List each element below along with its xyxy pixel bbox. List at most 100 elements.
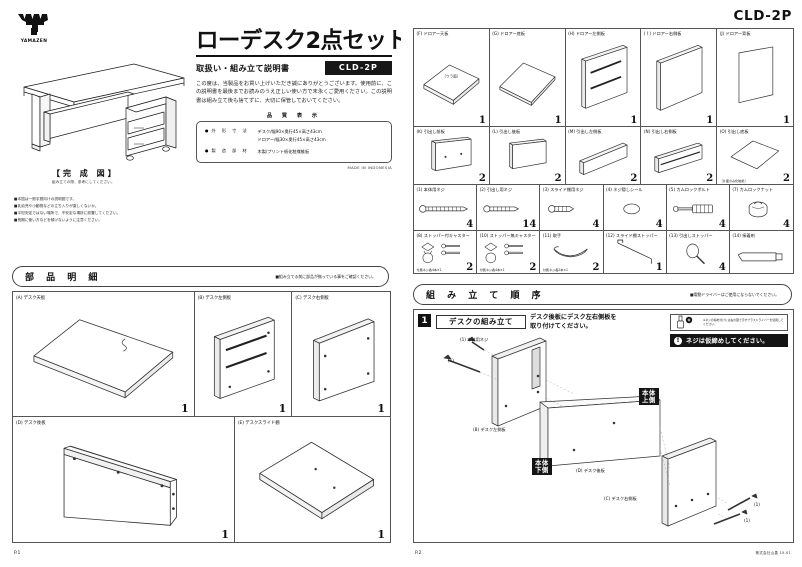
part-cell-i: ( I ) ドロアー右側板 1 xyxy=(641,29,718,126)
cam-lock-nut-icon xyxy=(748,201,768,218)
adhesive-tube-icon xyxy=(737,252,783,262)
cam-lock-bolt-icon xyxy=(672,204,713,214)
quality-row: ● 製 造 部 材 木製/プリント紙化粧繊維板 xyxy=(205,148,383,155)
drawer-top-panel-icon xyxy=(423,64,480,105)
hardware-cell-7: (7) カムロックナット 4 xyxy=(730,185,793,230)
hardware-cell-12: (12) スライド棚ストッパー 1 xyxy=(604,231,667,273)
part-label: (D) デスク後板 xyxy=(16,420,46,426)
part-qty: 4 xyxy=(466,219,474,231)
subtitle: 取扱い・組み立て説明書 xyxy=(196,62,290,73)
tool-callout: ※ネジの締め付けには右の図で示すプラスドライバーを使用してください。 xyxy=(670,314,788,331)
part-qty: 2 xyxy=(466,262,474,273)
part-label: (10) ストッパー無キャスター xyxy=(479,233,536,239)
parts-section-note: ■組み立てる前に部品が揃っている事をご確認ください。 xyxy=(275,273,376,279)
note-item: ■平坦安定ではない場所で、不安定な場所に設置してください。 xyxy=(14,210,121,215)
part-label: (4) ネジ隠しシール xyxy=(606,187,643,193)
page-number-left: P.1 xyxy=(14,551,21,556)
part-cell-c: (C) デスク右側板 1 xyxy=(292,292,390,416)
model-code-header: CLD-2P xyxy=(733,8,792,24)
page-left: YAMAZEN xyxy=(0,0,409,567)
part-qty: 4 xyxy=(718,219,726,231)
part-qty: 2 xyxy=(529,262,537,273)
drawer-rear-board-icon xyxy=(509,138,547,169)
part-label: (7) カムロックナット xyxy=(732,187,774,193)
label-part-b: (B) デスク左側板 xyxy=(473,427,506,432)
desk-back-panel-icon xyxy=(63,445,177,526)
shelf-stopper-icon xyxy=(616,239,652,264)
assembly-section-title: 組 み 立 て 順 序 xyxy=(426,291,546,301)
part-label: (3) スライド棚用ネジ xyxy=(542,187,584,193)
handle-icon xyxy=(553,246,588,258)
right-parts-grid: (F) ドロアー天板 ［ウラ面］ 1 (G) ドロアー底板 xyxy=(413,28,794,274)
quality-row: ● 外 形 寸 法 デスク/幅90×奥行45×高さ43cm ドロアー/幅30×奥… xyxy=(205,128,383,143)
parts-section-header: 部 品 明 細 ■組み立てる前に部品が揃っている事をご確認ください。 xyxy=(12,266,389,287)
caster-with-stopper-icon xyxy=(421,242,460,264)
drawer-stopper-icon xyxy=(686,243,705,265)
quality-value-line: デスク/幅90×奥行45×高さ43cm xyxy=(257,129,322,135)
part-label: (B) デスク左側板 xyxy=(197,295,232,301)
part-qty: 4 xyxy=(655,219,663,231)
desk-slide-shelf-icon xyxy=(259,441,374,520)
made-in-text: MADE IN INDONESIA xyxy=(347,166,392,171)
safety-notes-list: ■本図は一般字庭向けの説明図です。 ■乳幼児や小動物などの立ち入りが激しくないか… xyxy=(14,196,204,223)
screwdriver-icon xyxy=(677,315,693,329)
part-note: 付属ネジ各4本×1 xyxy=(416,267,442,272)
part-cell-k: (K) 引出し前板 2 xyxy=(414,126,490,185)
part-qty: 14 xyxy=(522,219,537,231)
exclamation-icon: ! xyxy=(674,336,682,345)
finished-desk-illustration xyxy=(23,63,185,161)
quality-value: 木製/プリント紙化粧繊維板 xyxy=(257,148,310,154)
part-label: (J) ドロアー背板 xyxy=(719,31,751,36)
part-qty: 1 xyxy=(630,114,638,126)
page-title: ローデスク2点セット xyxy=(196,28,409,54)
part-cell-h: (H) ドロアー左側板 1 xyxy=(566,29,642,126)
publisher-credit: 株式会社山善 15-01 xyxy=(755,551,791,555)
quality-table: ● 外 形 寸 法 デスク/幅90×奥行45×高さ43cm ドロアー/幅30×奥… xyxy=(196,121,392,164)
part-qty: 1 xyxy=(706,114,714,126)
hardware-row-1: (1) 本体用ネジ 4 (2) 引出し用ネジ xyxy=(414,185,793,232)
model-badge: CLD-2P xyxy=(324,60,392,75)
part-qty: 2 xyxy=(592,262,600,273)
label-screw-main: (1) 本体用ネジ xyxy=(460,337,489,342)
part-cell-o: (O) 引出し底板 ［片面のみ化粧紙］ 2 xyxy=(717,127,793,185)
part-label: (F) ドロアー天板 xyxy=(416,31,449,36)
parts-section-title: 部 品 明 細 xyxy=(25,273,102,283)
warning-banner: ! ネジは仮締めしてください。 xyxy=(670,334,788,347)
brand-logo: YAMAZEN xyxy=(14,12,60,52)
part-label: (G) ドロアー底板 xyxy=(492,31,526,36)
part-label: (8) ストッパー付キャスター xyxy=(416,233,470,239)
quality-value-line: ドロアー/幅30×奥行45×高さ43cm xyxy=(257,136,326,142)
drawer-base-board-icon xyxy=(730,140,780,169)
step-number-badge: 1 xyxy=(418,314,431,327)
quality-key: 外 形 寸 法 xyxy=(211,128,250,134)
page-number-right: P.2 xyxy=(415,551,422,556)
part-label: (5) カムロックボルト xyxy=(669,187,710,193)
note-item: ■長期に使い方などを傾けないように注意ください。 xyxy=(14,217,103,222)
part-label: (14) 接着剤 xyxy=(732,233,755,239)
part-qty: 2 xyxy=(630,173,638,185)
parts-row-ko: (K) 引出し前板 2 (L) 引出し後板 xyxy=(414,126,793,186)
page-right: CLD-2P (F) ドロアー天板 ［ウラ面］ 1 xyxy=(401,0,802,567)
drawer-bottom-panel-icon xyxy=(499,62,556,106)
assembly-section-header: 組 み 立 て 順 序 ■電動ドライバーはご使用にならないでください。 xyxy=(413,284,792,305)
part-cell-d: (D) デスク後板 xyxy=(13,417,235,542)
hardware-cell-10: (10) ストッパー無キャスター 付属ネジ各4本×1 2 xyxy=(477,231,541,273)
subtitle-row: 取扱い・組み立て説明書 CLD-2P xyxy=(196,60,392,75)
part-label: (H) ドロアー左側板 xyxy=(568,31,605,36)
part-cell-l: (L) 引出し後板 2 xyxy=(490,126,566,185)
badge-upper-side: 本体 上側 xyxy=(639,388,659,406)
note-item: ■乳幼児や小動物などの立ち入りが激しくないか。 xyxy=(14,203,99,208)
drawer-screw-icon xyxy=(483,205,520,213)
part-cell-e: (E) デスクスライド棚 1 xyxy=(235,417,390,542)
caster-no-stopper-icon xyxy=(484,242,523,264)
yamazen-logo-icon xyxy=(18,14,48,35)
part-qty: 4 xyxy=(783,219,790,231)
part-qty: 1 xyxy=(377,402,385,415)
long-screw-icon xyxy=(419,205,469,213)
part-cell-a: (A) デスク天板 1 xyxy=(13,292,195,416)
part-label: (O) 引出し底板 xyxy=(719,128,749,134)
drawer-right-board-icon xyxy=(654,142,703,173)
hardware-cell-8: (8) ストッパー付キャスター 付属ネジ各4本×1 2 xyxy=(414,231,478,273)
bullet-icon: ● xyxy=(205,128,209,134)
